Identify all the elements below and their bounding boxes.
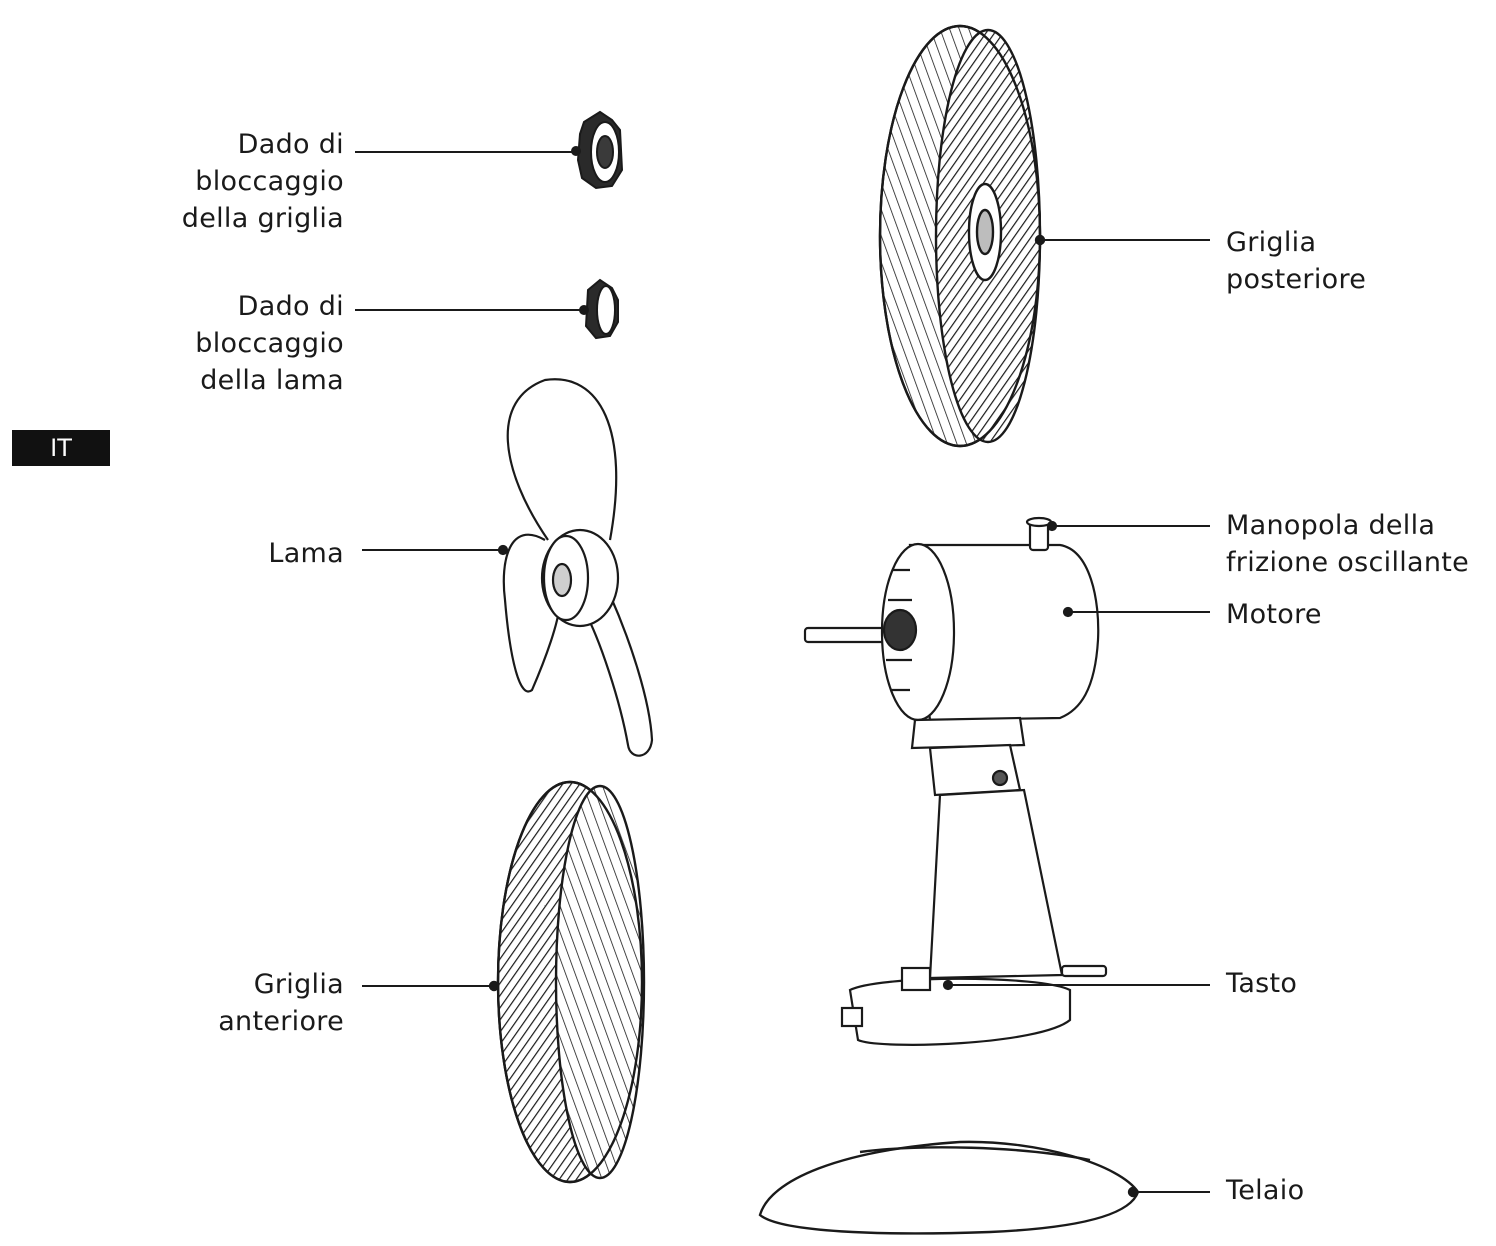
label-base: Telaio: [1226, 1175, 1305, 1206]
label-button: Tasto: [1226, 968, 1298, 999]
label-rear-grille: Griglia posteriore: [1226, 227, 1367, 295]
blade-part: [497, 378, 654, 757]
motor-assembly-part: [803, 516, 1108, 1046]
label-blade: Lama: [268, 538, 344, 569]
base-part: [758, 1140, 1140, 1235]
grid-lock-nut-part: [571, 110, 624, 190]
blade-lock-nut-part: [579, 278, 619, 340]
leader-lines: [355, 151, 1210, 1193]
language-tab: IT: [12, 430, 110, 466]
label-front-grille: Griglia anteriore: [218, 969, 344, 1037]
label-oscillation-knob: Manopola della frizione oscillante: [1226, 510, 1470, 578]
label-blade-lock-nut: Dado di bloccaggio della lama: [195, 291, 344, 396]
label-grid-lock-nut: Dado di bloccaggio della griglia: [181, 129, 344, 234]
rear-grille-part: [878, 24, 1046, 448]
label-motor: Motore: [1226, 599, 1322, 630]
front-grille-part: [488, 780, 646, 1184]
